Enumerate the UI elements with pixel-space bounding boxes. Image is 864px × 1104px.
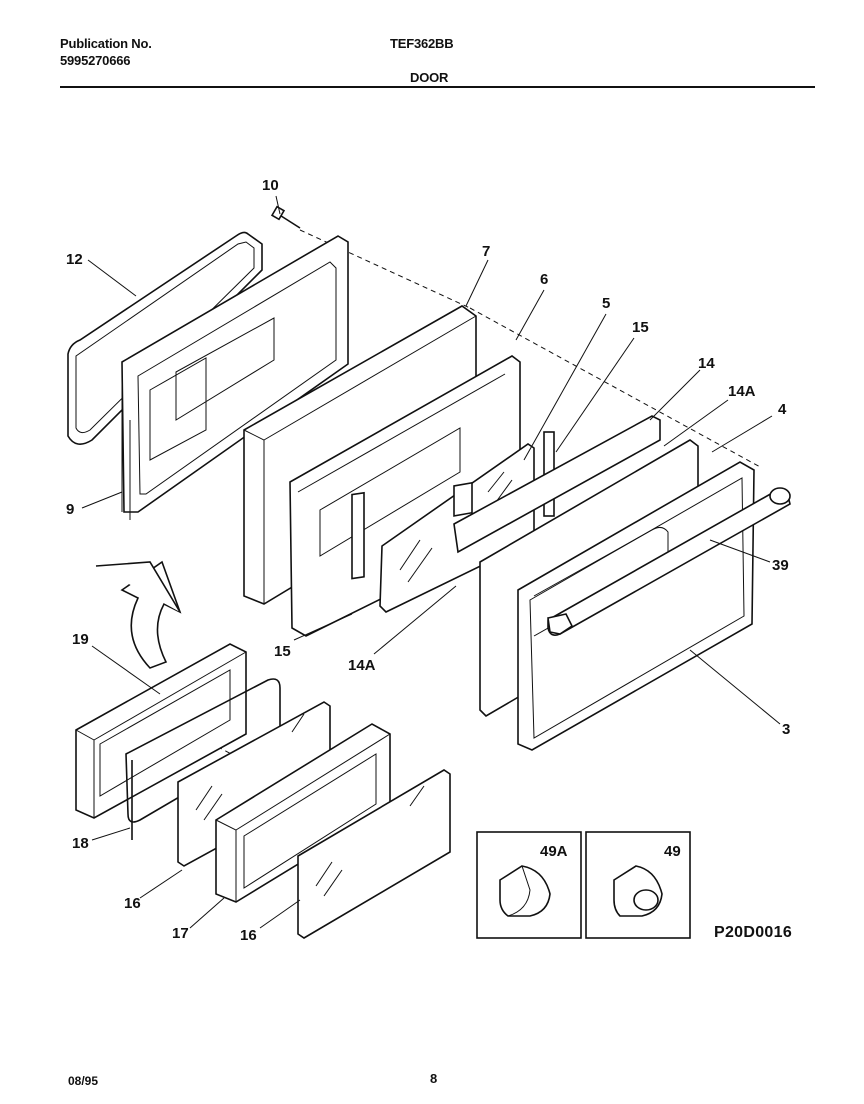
callout-9: 9 xyxy=(66,501,74,518)
part-15-hinge-lower xyxy=(351,491,365,580)
publication-label: Publication No. xyxy=(60,36,152,51)
callout-18: 18 xyxy=(72,835,89,852)
callout-14a-upper: 14A xyxy=(728,383,756,400)
callout-15-upper: 15 xyxy=(632,319,649,336)
part-4-outer-frame xyxy=(517,461,755,751)
header-rule xyxy=(60,86,815,88)
callout-4: 4 xyxy=(778,401,787,418)
callout-3: 3 xyxy=(782,721,790,738)
model-number: TEF362BB xyxy=(390,36,454,51)
part-9-outer-door-frame xyxy=(121,235,349,520)
section-title: DOOR xyxy=(410,70,449,85)
diagram-id: P20D0016 xyxy=(714,924,793,941)
inset-49 xyxy=(585,831,691,939)
callout-16-right: 16 xyxy=(240,927,257,944)
callout-5: 5 xyxy=(602,295,610,312)
callout-labels: 10 12 7 6 5 15 14 14A 4 9 39 19 15 14A 3… xyxy=(66,177,790,944)
direction-arrow xyxy=(95,560,182,669)
part-39-handle xyxy=(547,487,791,636)
callout-14: 14 xyxy=(698,355,715,372)
publication-number: 5995270666 xyxy=(60,53,131,68)
callout-49a: 49A xyxy=(540,843,568,860)
footer-date: 08/95 xyxy=(68,1074,99,1088)
callout-14a-lower: 14A xyxy=(348,657,376,674)
callout-12: 12 xyxy=(66,251,83,268)
callout-10: 10 xyxy=(262,177,279,194)
part-19-box xyxy=(75,643,247,819)
part-16-glass-right xyxy=(297,769,451,939)
callout-49: 49 xyxy=(664,843,681,860)
callout-19: 19 xyxy=(72,631,89,648)
callout-16-left: 16 xyxy=(124,895,141,912)
part-14a-pads xyxy=(453,415,661,554)
callout-7: 7 xyxy=(482,243,490,260)
callout-15-lower: 15 xyxy=(274,643,291,660)
callout-39: 39 xyxy=(772,557,789,574)
part-10-screw xyxy=(270,205,301,229)
callout-6: 6 xyxy=(540,271,548,288)
callout-17: 17 xyxy=(172,925,189,942)
inset-49a xyxy=(476,831,582,939)
leader-lines xyxy=(81,195,781,929)
page-number: 8 xyxy=(430,1071,438,1086)
